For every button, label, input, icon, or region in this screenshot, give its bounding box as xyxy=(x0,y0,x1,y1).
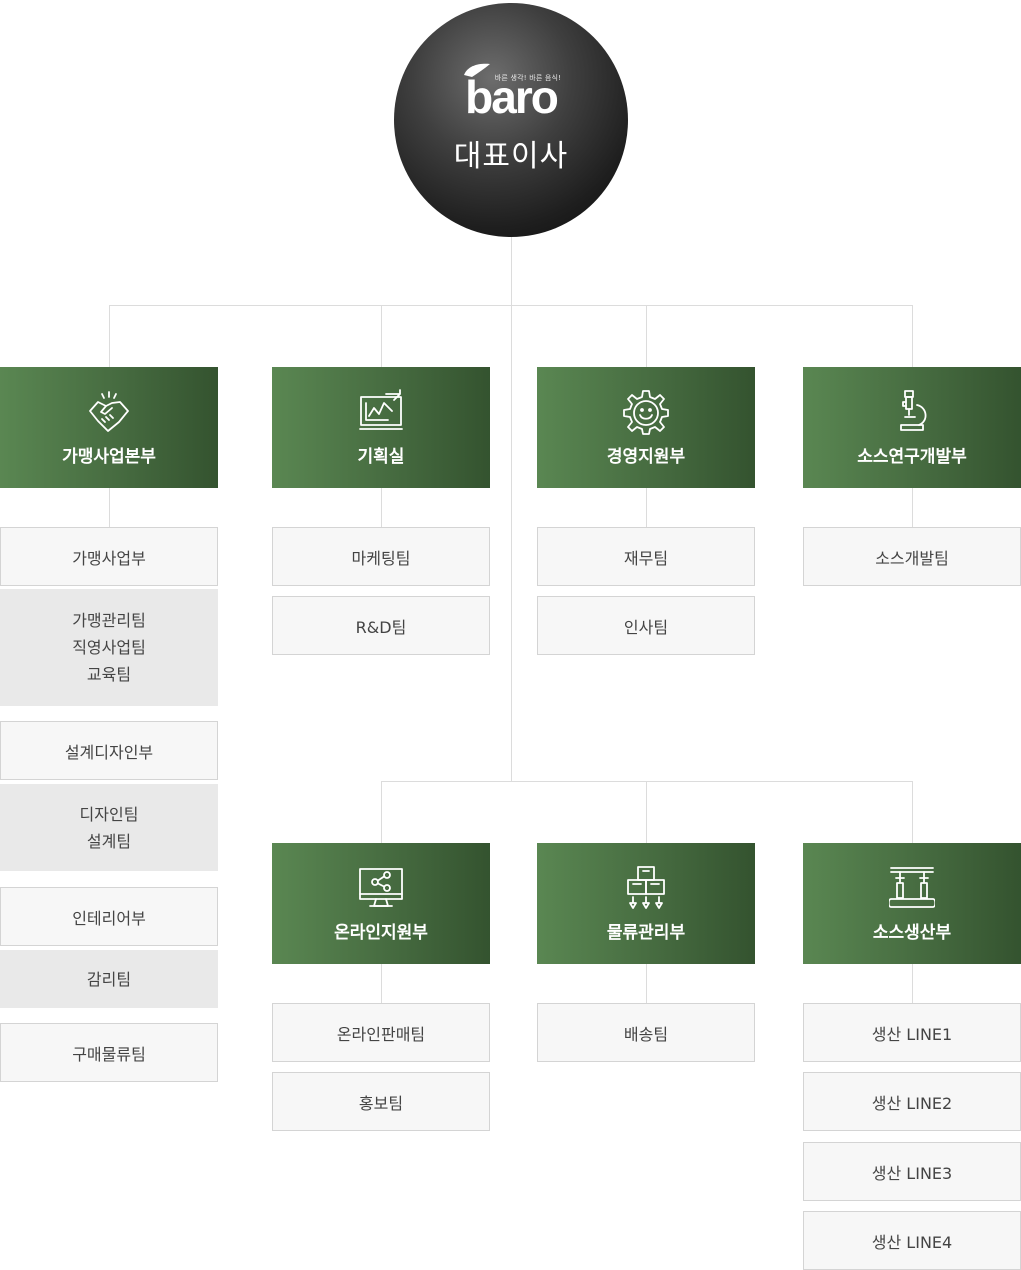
team-label: 인테리어부 xyxy=(72,908,146,928)
gear-smile-icon xyxy=(623,390,669,435)
dept-management: 경영지원부 xyxy=(537,367,755,488)
team-label: 홍보팀 xyxy=(358,1093,404,1113)
sub-team-label: 설계팀 xyxy=(86,831,132,851)
team-box: 홍보팀 xyxy=(272,1072,490,1131)
dept-label: 소스생산부 xyxy=(872,923,952,943)
sub-team-group: 디자인팀 설계팀 xyxy=(0,784,218,871)
dept-franchise: 가맹사업본부 xyxy=(0,367,218,488)
svg-text:baro: baro xyxy=(465,71,558,121)
baro-logo: baro xyxy=(464,63,560,121)
dept-label: 가맹사업본부 xyxy=(62,447,156,467)
team-label: 소스개발팀 xyxy=(875,548,949,568)
connector-line xyxy=(511,237,512,781)
connector-line xyxy=(381,781,913,782)
connector-line xyxy=(109,488,110,527)
team-box: 생산 LINE1 xyxy=(803,1003,1021,1062)
conveyor-icon xyxy=(889,867,935,908)
team-label: 배송팀 xyxy=(623,1024,669,1044)
connector-line xyxy=(912,964,913,1003)
sub-team-group: 가맹관리팀 직영사업팀 교육팀 xyxy=(0,589,218,706)
team-label: 재무팀 xyxy=(623,548,669,568)
team-box: 구매물류팀 xyxy=(0,1023,218,1082)
connector-line xyxy=(646,964,647,1003)
dept-label: 물류관리부 xyxy=(606,923,686,943)
sub-team-label: 디자인팀 xyxy=(79,804,139,824)
team-box: 가맹사업부 xyxy=(0,527,218,586)
team-label: 구매물류팀 xyxy=(72,1044,146,1064)
connector-line xyxy=(912,305,913,367)
team-label: 생산 LINE1 xyxy=(871,1024,953,1044)
team-box: 생산 LINE4 xyxy=(803,1211,1021,1270)
team-box: R&D팀 xyxy=(272,596,490,655)
team-label: 마케팅팀 xyxy=(351,548,411,568)
sub-team-group: 감리팀 xyxy=(0,950,218,1008)
team-label: 인사팀 xyxy=(623,617,669,637)
boxes-icon xyxy=(627,866,665,909)
team-label: 온라인판매팀 xyxy=(336,1024,426,1044)
team-box: 배송팀 xyxy=(537,1003,755,1062)
team-box: 마케팅팀 xyxy=(272,527,490,586)
team-box: 인사팀 xyxy=(537,596,755,655)
sub-team-label: 가맹관리팀 xyxy=(72,611,146,630)
ceo-title: 대표이사 xyxy=(453,139,569,174)
chart-board-icon xyxy=(359,389,403,430)
logo-tagline: 바른 생각! 바른 음식! xyxy=(494,74,562,82)
team-box: 설계디자인부 xyxy=(0,721,218,780)
team-label: 생산 LINE4 xyxy=(871,1232,953,1252)
handshake-icon xyxy=(89,391,129,432)
team-label: R&D팀 xyxy=(355,617,407,637)
dept-label: 온라인지원부 xyxy=(334,923,428,943)
sub-team-label: 직영사업팀 xyxy=(72,638,146,657)
dept-planning: 기획실 xyxy=(272,367,490,488)
connector-line xyxy=(381,964,382,1003)
team-box: 생산 LINE2 xyxy=(803,1072,1021,1131)
team-label: 설계디자인부 xyxy=(64,742,154,762)
dept-sauce-rnd: 소스연구개발부 xyxy=(803,367,1021,488)
dept-label: 경영지원부 xyxy=(606,447,686,467)
dept-sauce-production: 소스생산부 xyxy=(803,843,1021,964)
team-box: 재무팀 xyxy=(537,527,755,586)
ceo-node: 바른 생각! 바른 음식! baro 대표이사 xyxy=(394,3,628,237)
team-box: 생산 LINE3 xyxy=(803,1142,1021,1201)
team-label: 생산 LINE3 xyxy=(871,1163,953,1183)
connector-line xyxy=(912,781,913,843)
dept-logistics: 물류관리부 xyxy=(537,843,755,964)
dept-label: 소스연구개발부 xyxy=(857,447,967,467)
team-box: 온라인판매팀 xyxy=(272,1003,490,1062)
connector-line xyxy=(646,781,647,843)
sub-team-label: 교육팀 xyxy=(86,665,132,684)
monitor-share-icon xyxy=(359,868,403,907)
team-label: 생산 LINE2 xyxy=(871,1093,953,1113)
connector-line xyxy=(109,305,110,367)
team-box: 인테리어부 xyxy=(0,887,218,946)
connector-line xyxy=(109,305,913,306)
team-box: 소스개발팀 xyxy=(803,527,1021,586)
dept-label: 기획실 xyxy=(357,447,405,467)
dept-online: 온라인지원부 xyxy=(272,843,490,964)
connector-line xyxy=(381,305,382,367)
connector-line xyxy=(646,305,647,367)
connector-line xyxy=(381,781,382,843)
connector-line xyxy=(381,488,382,527)
team-label: 가맹사업부 xyxy=(72,548,146,568)
sub-team-label: 감리팀 xyxy=(86,969,132,989)
connector-line xyxy=(912,488,913,527)
microscope-icon xyxy=(900,390,927,431)
connector-line xyxy=(646,488,647,527)
